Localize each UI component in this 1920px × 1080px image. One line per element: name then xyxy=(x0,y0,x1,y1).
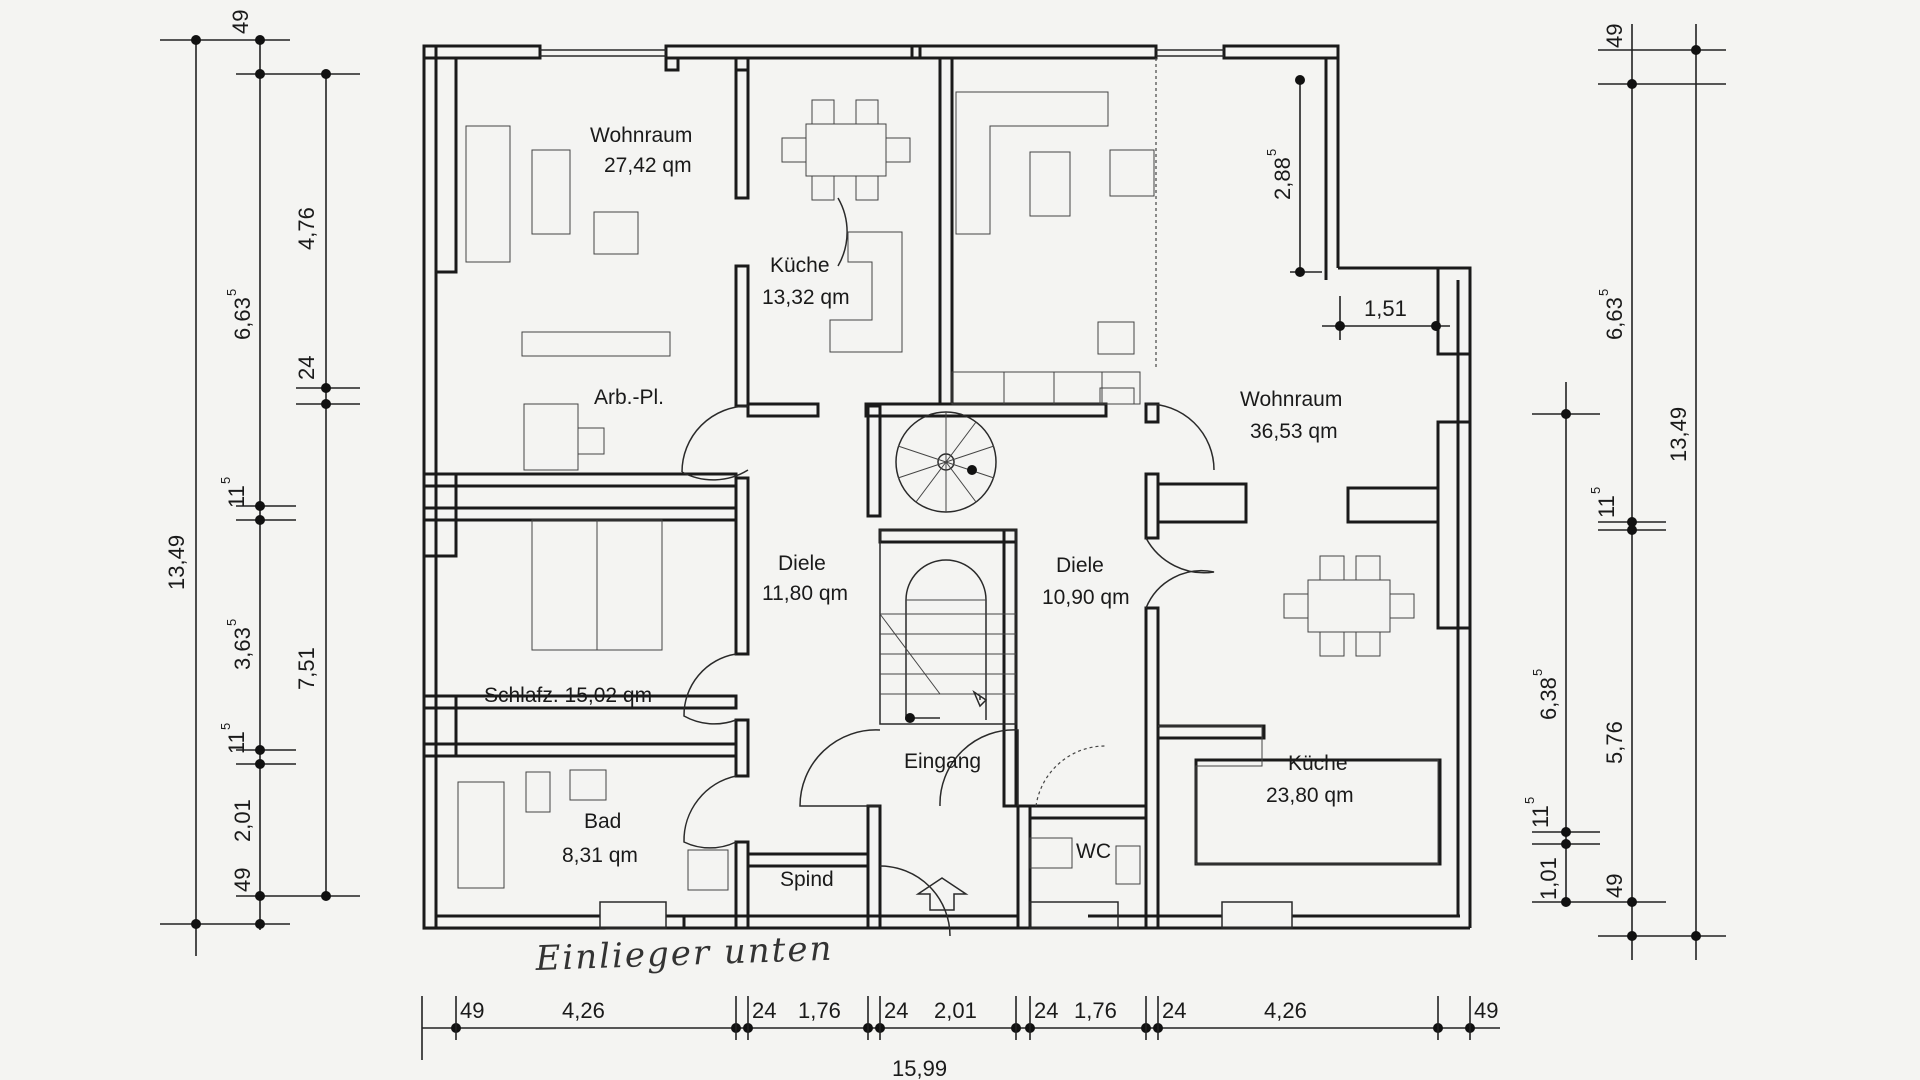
room-wohnraum-right-name: Wohnraum xyxy=(1240,388,1342,411)
dim-bottom-24-a: 24 xyxy=(752,998,776,1023)
dim-left-3635: 3,63 xyxy=(230,627,255,670)
dim-left-115-b-sup: 5 xyxy=(218,723,233,730)
room-wc-name: WC xyxy=(1076,840,1111,863)
dim-bottom-24-c: 24 xyxy=(1034,998,1058,1023)
room-wohnraum-left-area: 27,42 qm xyxy=(604,154,692,177)
dim-right-6385: 6,38 xyxy=(1536,677,1561,720)
dim-right-101: 1,01 xyxy=(1536,857,1561,900)
dim-balcony-288: 2,88 xyxy=(1270,157,1295,200)
dim-left-115-b: 11 xyxy=(224,731,249,754)
room-kueche-left-name: Küche xyxy=(770,254,830,277)
room-diele-left-name: Diele xyxy=(778,552,826,575)
dim-balcony-151: 1,51 xyxy=(1364,296,1407,321)
dim-left-115-a: 11 xyxy=(224,485,249,508)
room-diele-right-area: 10,90 qm xyxy=(1042,586,1130,609)
left-dimensions: 49 13,49 6,63 5 3,63 5 2,01 49 11 5 11 5… xyxy=(160,10,360,956)
room-kueche-right-name: Küche xyxy=(1288,752,1348,775)
dim-right-115-b: 11 xyxy=(1528,805,1553,828)
dim-balcony-288-sup: 5 xyxy=(1264,149,1279,156)
room-wohnraum-right-area: 36,53 qm xyxy=(1250,420,1338,443)
right-dimensions: 49 13,49 6,63 5 6,38 5 5,76 1,01 49 11 5… xyxy=(1522,24,1726,960)
dim-left-115-a-sup: 5 xyxy=(218,477,233,484)
dim-left-49-bottom: 49 xyxy=(230,868,255,892)
dim-right-115-a-sup: 5 xyxy=(1588,487,1603,494)
room-bad-name: Bad xyxy=(584,810,621,833)
dim-right-576: 5,76 xyxy=(1602,721,1627,764)
handwritten-note: Einlieger unten xyxy=(534,929,834,979)
room-diele-right-name: Diele xyxy=(1056,554,1104,577)
bottom-dimensions: 49 4,26 24 1,76 24 2,01 24 1,76 24 4,26 … xyxy=(421,996,1500,1080)
dim-bottom-49-right: 49 xyxy=(1474,998,1498,1023)
room-arbpl-name: Arb.-Pl. xyxy=(594,386,664,409)
room-kueche-right-area: 23,80 qm xyxy=(1266,784,1354,807)
room-schlafz-name: Schlafz. 15,02 qm xyxy=(484,684,652,707)
dim-bottom-24-d: 24 xyxy=(1162,998,1186,1023)
dim-bottom-426-right: 4,26 xyxy=(1264,998,1307,1023)
dim-right-6635-sup: 5 xyxy=(1596,289,1611,296)
dim-bottom-176-b: 1,76 xyxy=(1074,998,1117,1023)
dim-left-476: 4,76 xyxy=(294,207,319,250)
dim-bottom-total: 15,99 xyxy=(892,1056,947,1080)
dim-right-49-bottom: 49 xyxy=(1602,874,1627,898)
dim-right-115-b-sup: 5 xyxy=(1522,797,1537,804)
dim-bottom-49-left: 49 xyxy=(460,998,484,1023)
room-eingang-name: Eingang xyxy=(904,750,981,773)
dim-left-24: 24 xyxy=(294,356,319,380)
dim-right-total: 13,49 xyxy=(1666,407,1691,462)
dim-right-top: 49 xyxy=(1602,24,1627,48)
dim-left-6635-sup: 5 xyxy=(224,289,239,296)
dim-left-6635: 6,63 xyxy=(230,297,255,340)
room-spind-name: Spind xyxy=(780,868,834,891)
dim-bottom-176-a: 1,76 xyxy=(798,998,841,1023)
staircase xyxy=(879,411,1017,911)
room-labels: Wohnraum 27,42 qm Küche 13,32 qm Arb.-Pl… xyxy=(484,124,1354,891)
dim-right-6385-sup: 5 xyxy=(1530,669,1545,676)
dim-left-751: 7,51 xyxy=(294,647,319,690)
dim-left-total: 13,49 xyxy=(164,535,189,590)
room-wohnraum-left-name: Wohnraum xyxy=(590,124,692,147)
dim-left-201: 2,01 xyxy=(230,799,255,842)
room-bad-area: 8,31 qm xyxy=(562,844,638,867)
dim-right-6635: 6,63 xyxy=(1602,297,1627,340)
dim-bottom-201: 2,01 xyxy=(934,998,977,1023)
furniture xyxy=(457,58,1439,929)
room-kueche-left-area: 13,32 qm xyxy=(762,286,850,309)
dim-left-top: 49 xyxy=(228,10,253,34)
room-diele-left-area: 11,80 qm xyxy=(762,582,848,605)
dim-bottom-426-left: 4,26 xyxy=(562,998,605,1023)
balcony-dimensions: 2,88 5 1,51 xyxy=(1264,75,1450,340)
dim-right-115-a: 11 xyxy=(1594,495,1619,518)
dim-left-3635-sup: 5 xyxy=(224,619,239,626)
dim-bottom-24-b: 24 xyxy=(884,998,908,1023)
